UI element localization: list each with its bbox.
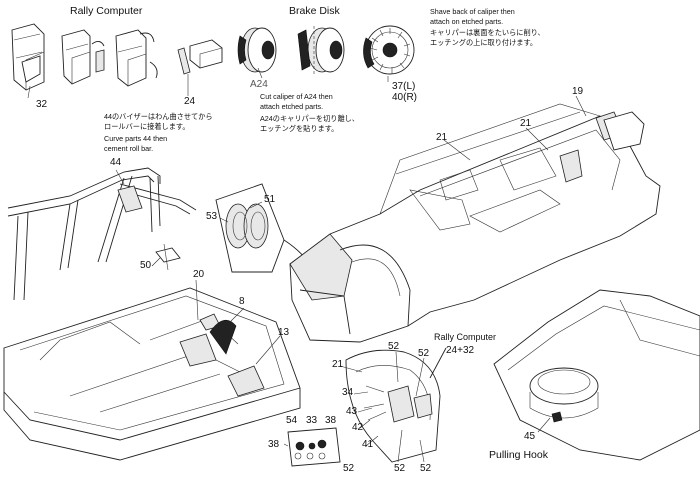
part-label-44: 44 (110, 157, 122, 168)
gauge-panel-drawing (283, 427, 341, 467)
shave-note-en-line-2: attach on etched parts. (430, 17, 504, 26)
shave-note-ja-line-1: キャリパーは裏面をたいらに削り、 (430, 28, 545, 37)
part-label-37l: 37(L) (392, 81, 416, 92)
visor-note-ja-line-1: 44のバイザーはわん曲させてから (104, 112, 213, 121)
caliper-note-en-line-1: Cut caliper of A24 then (260, 92, 333, 101)
part-label-52-c: 52 (343, 463, 355, 474)
part-label-21-mid: 21 (436, 132, 448, 143)
rear-trunk-drawing (493, 289, 700, 461)
shave-caliper-note: Shave back of caliper then attach on etc… (430, 7, 545, 48)
part-label-42: 42 (352, 422, 364, 433)
part-label-54: 54 (286, 415, 298, 426)
part-label-41: 41 (362, 439, 374, 450)
part-label-50: 50 (140, 260, 152, 271)
part-50-drawing (155, 243, 181, 271)
part-label-24: 24 (184, 96, 196, 107)
visor-note-en-line-2: cement roll bar. (104, 144, 154, 153)
part-label-13: 13 (278, 327, 290, 338)
pulling-hook-heading: Pulling Hook (489, 449, 548, 461)
brake-disk-heading: Brake Disk (289, 5, 340, 17)
part-label-a24: A24 (250, 79, 268, 90)
interior-tub-drawing (3, 287, 301, 461)
part-label-51: 51 (264, 194, 276, 205)
part-label-52-d: 52 (394, 463, 406, 474)
part-label-52-e: 52 (420, 463, 432, 474)
part-label-19: 19 (572, 86, 584, 97)
dashboard-panel-drawing (215, 183, 331, 307)
part-label-21-fender: 21 (332, 359, 344, 370)
part-label-21-top: 21 (520, 118, 532, 129)
body-shell-drawing (289, 103, 661, 343)
rally-computer-steps-drawing (11, 23, 223, 91)
part-label-43: 43 (346, 406, 358, 417)
part-label-24-plus-32: 24+32 (446, 345, 475, 356)
caliper-note-ja-line-1: A24のキャリパーを切り離し、 (260, 114, 360, 123)
part-label-32: 32 (36, 99, 48, 110)
leader-lines (27, 67, 587, 463)
shave-note-en-line-1: Shave back of caliper then (430, 7, 515, 16)
caliper-note-en-line-2: attach etched parts. (260, 102, 324, 111)
caliper-note-ja-line-2: エッチングを貼ります。 (260, 124, 339, 133)
part-label-33: 33 (306, 415, 318, 426)
rally-computer-heading-2: Rally Computer (434, 332, 497, 342)
part-label-45: 45 (524, 431, 536, 442)
caliper-note: Cut caliper of A24 then attach etched pa… (260, 92, 359, 134)
fender-assembly-drawing (345, 347, 447, 463)
rally-computer-heading: Rally Computer (70, 5, 143, 17)
part-label-38-left: 38 (268, 439, 280, 450)
part-label-38-top: 38 (325, 415, 337, 426)
visor-note: 44のバイザーはわん曲させてから ロールバーに接着します。 Curve part… (104, 112, 213, 154)
part-label-20: 20 (193, 269, 205, 280)
part-label-52-b: 52 (418, 348, 430, 359)
brake-disk-drawing (237, 25, 415, 76)
roll-cage-drawing (7, 167, 197, 301)
shave-note-ja-line-2: エッチングの上に取り付けます。 (430, 38, 538, 47)
part-label-34: 34 (342, 387, 354, 398)
visor-note-en-line-1: Curve parts 44 then (104, 134, 168, 143)
part-label-40r: 40(R) (392, 92, 418, 103)
part-label-8: 8 (239, 296, 245, 307)
visor-note-ja-line-2: ロールバーに接着します。 (104, 122, 190, 131)
part-label-53: 53 (206, 211, 218, 222)
part-label-52-a: 52 (388, 341, 400, 352)
